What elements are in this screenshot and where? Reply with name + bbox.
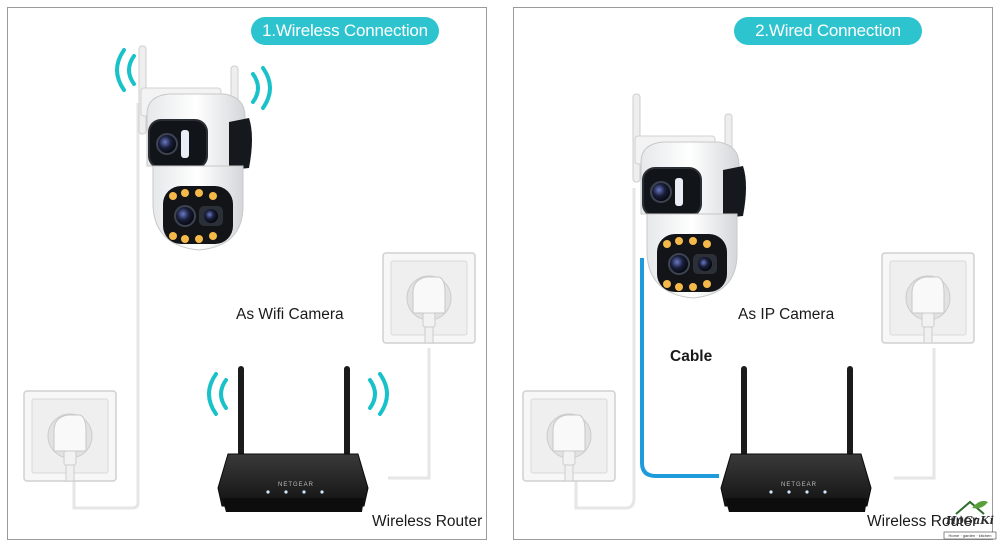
router-brand-mark: NETGEAR <box>278 482 314 488</box>
wired-diagram: NETGEAR <box>522 93 975 513</box>
wireless-diagram: NETGEAR <box>23 45 476 513</box>
label-as-wifi-camera: As Wifi Camera <box>236 306 344 323</box>
watermark-text: HoGaKi <box>946 514 994 527</box>
router-icon <box>720 365 872 513</box>
router-wifi-waves-right-icon <box>368 372 389 416</box>
router-brand-mark: NETGEAR <box>781 482 817 488</box>
router-wifi-waves-left-icon <box>207 372 228 416</box>
ethernet-cable <box>640 258 719 478</box>
panel-wired-connection: NETGEAR 2.Wired Connection As IP Camera … <box>513 7 993 540</box>
title-wired-connection: 2.Wired Connection <box>734 17 922 45</box>
camera-wifi-waves-right-icon <box>251 66 272 110</box>
house-leaf-icon <box>943 500 997 540</box>
dual-lens-camera-icon <box>632 93 747 299</box>
watermark-logo: HoGaKi Home · garden · kitchen <box>942 498 998 542</box>
wall-socket-camera-icon <box>522 390 616 482</box>
router-power-cable <box>894 348 936 480</box>
camera-power-cable <box>574 188 636 510</box>
label-as-ip-camera: As IP Camera <box>738 306 835 323</box>
camera-wifi-waves-left-icon <box>115 48 136 92</box>
camera-power-cable <box>72 103 140 510</box>
watermark-tagline: Home · garden · kitchen <box>948 533 992 538</box>
label-cable: Cable <box>670 348 713 365</box>
title-wireless-connection: 1.Wireless Connection <box>251 17 439 45</box>
router-icon <box>217 365 369 513</box>
wall-socket-router-icon <box>881 252 975 344</box>
wall-socket-router-icon <box>382 252 476 344</box>
label-wireless-router: Wireless Router <box>867 513 978 530</box>
dual-lens-camera-icon <box>138 45 253 251</box>
wall-socket-camera-icon <box>23 390 117 482</box>
label-wireless-router: Wireless Router <box>372 513 483 530</box>
router-power-cable <box>388 348 431 480</box>
panel-wireless-connection: NETGEAR 1.Wireless Connection As Wifi Ca… <box>7 7 487 540</box>
